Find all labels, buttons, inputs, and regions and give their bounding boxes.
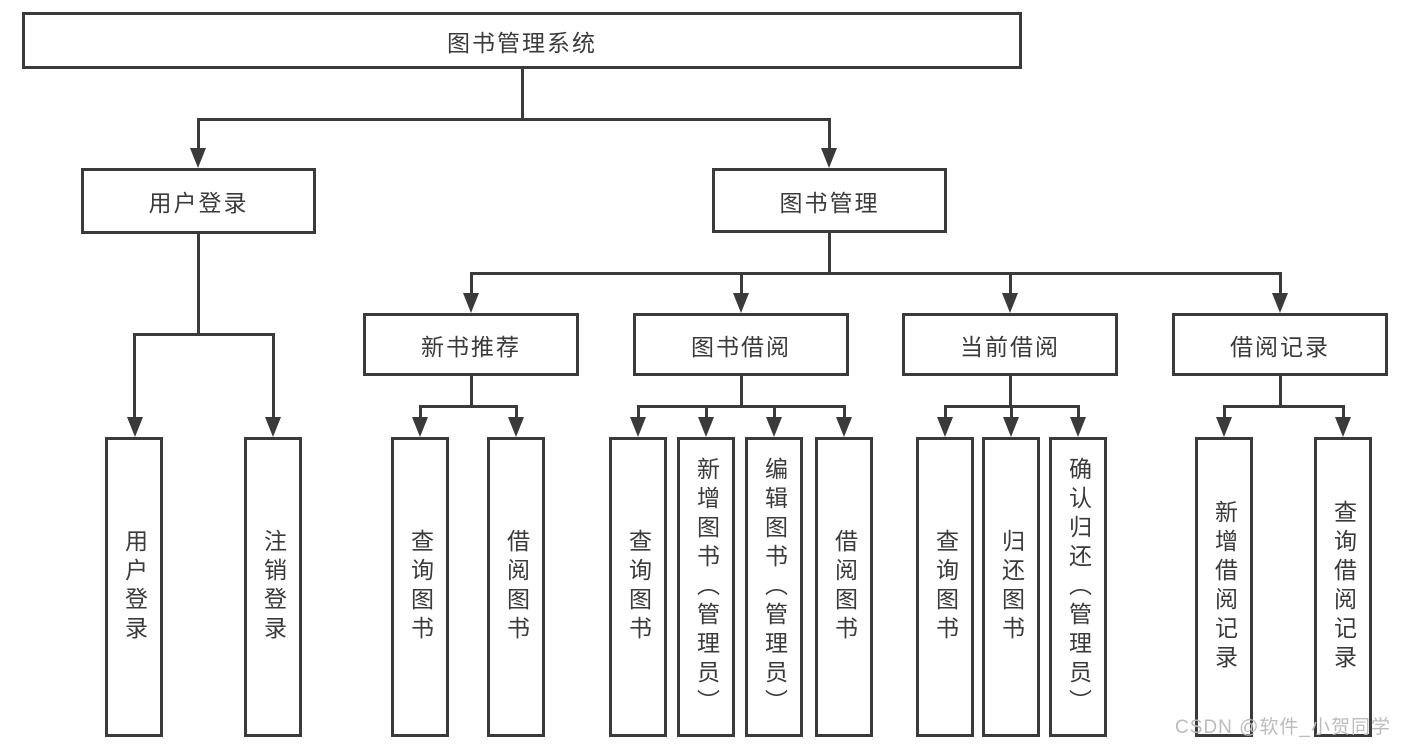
connector-user-leaf-drop — [271, 333, 275, 419]
connector-leaf-drop — [418, 405, 422, 419]
node-new-book-recommend: 新书推荐 — [363, 313, 579, 376]
arrow-down-icon — [836, 417, 852, 437]
leaf-label: 新增借阅记录 — [1211, 500, 1238, 674]
leaf-logout: 注销登录 — [244, 437, 302, 737]
arrow-down-icon — [698, 417, 714, 437]
arrow-down-icon — [937, 417, 953, 437]
arrow-down-icon — [508, 417, 524, 437]
connector-group-drop — [1278, 272, 1282, 295]
arrow-down-icon — [126, 417, 143, 437]
connector-leaf-drop — [636, 405, 640, 419]
connector-group-drop — [469, 272, 473, 295]
connector-user-drop — [196, 118, 200, 150]
connector-leaf-drop — [1341, 405, 1345, 419]
connector-mgmt-drop — [827, 118, 831, 150]
leaf-label: 编辑图书（管理员） — [761, 456, 788, 718]
connector-mgmt-stem — [827, 233, 831, 274]
leaf-borrow-query-books: 查询图书 — [609, 437, 667, 737]
node-book-management-label: 图书管理 — [779, 189, 880, 216]
arrow-down-icon — [630, 417, 646, 437]
connector-leaf-drop — [772, 405, 776, 419]
connector-leaf-drop — [842, 405, 846, 419]
leaf-add-borrow-record: 新增借阅记录 — [1195, 437, 1253, 737]
arrow-down-icon — [1335, 417, 1351, 437]
leaf-return-books: 归还图书 — [982, 437, 1040, 737]
node-book-borrow: 图书借阅 — [633, 313, 849, 376]
connector-group3-stem — [1278, 375, 1282, 407]
connector-group1-stem — [739, 376, 743, 407]
arrow-down-icon — [766, 417, 782, 437]
node-new-book-recommend-label: 新书推荐 — [421, 333, 521, 360]
node-current-borrow: 当前借阅 — [902, 313, 1118, 376]
connector-root-stem — [521, 69, 524, 119]
node-borrow-records: 借阅记录 — [1172, 313, 1388, 376]
connector-leaf-drop — [1009, 405, 1013, 419]
node-root-label: 图书管理系统 — [447, 29, 597, 56]
arrow-down-icon — [1003, 417, 1019, 437]
connector-group0-branch — [419, 405, 518, 408]
node-user-login-label: 用户登录 — [148, 190, 249, 216]
connector-group1-branch — [637, 405, 846, 408]
arrow-down-icon — [733, 293, 749, 313]
connector-leaf-drop — [704, 405, 708, 419]
leaf-label: 归还图书 — [998, 529, 1025, 645]
node-current-borrow-label: 当前借阅 — [960, 333, 1060, 360]
leaf-label: 查询图书 — [625, 529, 652, 645]
connector-group-drop — [739, 272, 743, 295]
connector-user-leaf-drop — [133, 333, 136, 419]
leaf-label: 查询图书 — [932, 529, 959, 645]
leaf-label: 查询图书 — [407, 529, 434, 645]
connector-leaf-drop — [1076, 405, 1080, 419]
leaf-label: 查询借阅记录 — [1330, 500, 1357, 674]
leaf-label: 确认归还（管理员） — [1065, 456, 1092, 718]
node-borrow-records-label: 借阅记录 — [1230, 333, 1330, 360]
leaf-borrow-books: 借阅图书 — [815, 437, 873, 737]
connector-leaf-drop — [1222, 405, 1226, 419]
connector-user-branch — [133, 333, 275, 336]
connector-group3-branch — [1223, 405, 1345, 408]
leaf-current-query-books: 查询图书 — [916, 437, 974, 737]
connector-leaf-drop — [514, 405, 518, 419]
arrow-down-icon — [265, 417, 281, 437]
connector-user-stem — [196, 234, 200, 334]
leaf-recommend-borrow-books: 借阅图书 — [487, 437, 545, 737]
connector-mgmt-branch — [470, 272, 1281, 275]
arrow-down-icon — [1216, 417, 1232, 437]
arrow-down-icon — [1002, 293, 1018, 313]
arrow-down-icon — [463, 293, 479, 313]
leaf-label: 借阅图书 — [503, 529, 530, 645]
leaf-edit-books-admin: 编辑图书（管理员） — [745, 437, 803, 737]
leaf-confirm-return-admin: 确认归还（管理员） — [1049, 437, 1107, 737]
node-root-system: 图书管理系统 — [22, 12, 1022, 69]
leaf-user-login: 用户登录 — [105, 437, 163, 737]
node-book-management: 图书管理 — [712, 168, 947, 233]
arrow-down-icon — [1272, 293, 1288, 313]
connector-group2-stem — [1008, 375, 1012, 407]
leaf-recommend-query-books: 查询图书 — [391, 437, 449, 737]
arrow-down-icon — [412, 417, 428, 437]
leaf-label: 新增图书（管理员） — [693, 456, 720, 718]
node-user-login: 用户登录 — [81, 168, 316, 234]
arrow-down-icon — [1070, 417, 1086, 437]
leaf-query-borrow-record: 查询借阅记录 — [1314, 437, 1372, 737]
arrow-down-icon — [190, 148, 206, 168]
connector-group0-stem — [469, 376, 473, 407]
connector-group-drop — [1008, 272, 1012, 295]
arrow-down-icon — [821, 148, 837, 168]
leaf-label: 用户登录 — [121, 529, 148, 645]
leaf-add-books-admin: 新增图书（管理员） — [677, 437, 735, 737]
node-book-borrow-label: 图书借阅 — [691, 333, 791, 360]
leaf-label: 借阅图书 — [831, 529, 858, 645]
connector-leaf-drop — [943, 405, 947, 419]
csdn-watermark: CSDN @软件_小贺同学 — [1175, 717, 1391, 738]
leaf-label: 注销登录 — [260, 529, 287, 645]
connector-root-branch — [197, 118, 831, 121]
